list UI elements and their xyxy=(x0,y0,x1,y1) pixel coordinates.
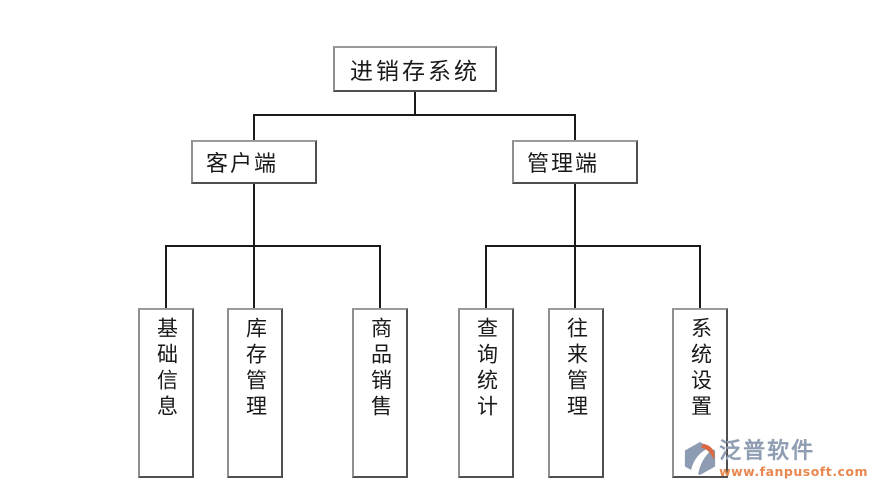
watermark-brand: 泛普软件 xyxy=(719,438,816,464)
node-inventory-mgmt: 库存管理 xyxy=(227,308,283,478)
fanpu-logo-icon xyxy=(683,441,717,476)
node-client: 客户端 xyxy=(191,140,317,184)
node-client-label: 客户端 xyxy=(206,152,279,177)
node-product-sales: 商品销售 xyxy=(352,308,408,478)
connector-admin-bar xyxy=(485,245,701,247)
connector-admin-up xyxy=(574,114,576,141)
connector-client-up xyxy=(253,114,255,141)
connector-leaf6-up xyxy=(699,245,701,309)
node-contacts-mgmt: 往来管理 xyxy=(548,308,604,478)
connector-leaf4-up xyxy=(485,245,487,309)
node-query-stats-label: 查询统计 xyxy=(474,317,499,421)
node-basic-info-label: 基础信息 xyxy=(154,317,179,421)
node-inventory-mgmt-label: 库存管理 xyxy=(243,317,268,421)
watermark-url: www.fanpusoft.com xyxy=(719,463,868,479)
watermark: 泛普软件 www.fanpusoft.com xyxy=(683,438,868,479)
connector-client-bar xyxy=(165,245,381,247)
node-admin-label: 管理端 xyxy=(527,152,600,177)
node-system-settings-label: 系统设置 xyxy=(688,317,713,421)
node-admin: 管理端 xyxy=(512,140,638,184)
node-product-sales-label: 商品销售 xyxy=(368,317,393,421)
node-root-label: 进销存系统 xyxy=(350,59,480,85)
connector-root-down xyxy=(414,90,416,116)
connector-leaf3-up xyxy=(379,245,381,309)
node-basic-info: 基础信息 xyxy=(138,308,194,478)
watermark-text: 泛普软件 www.fanpusoft.com xyxy=(719,438,868,479)
node-root: 进销存系统 xyxy=(333,46,497,92)
connector-leaf1-up xyxy=(165,245,167,309)
node-contacts-mgmt-label: 往来管理 xyxy=(564,317,589,421)
connector-level1-bar xyxy=(253,114,576,116)
node-query-stats: 查询统计 xyxy=(458,308,514,478)
